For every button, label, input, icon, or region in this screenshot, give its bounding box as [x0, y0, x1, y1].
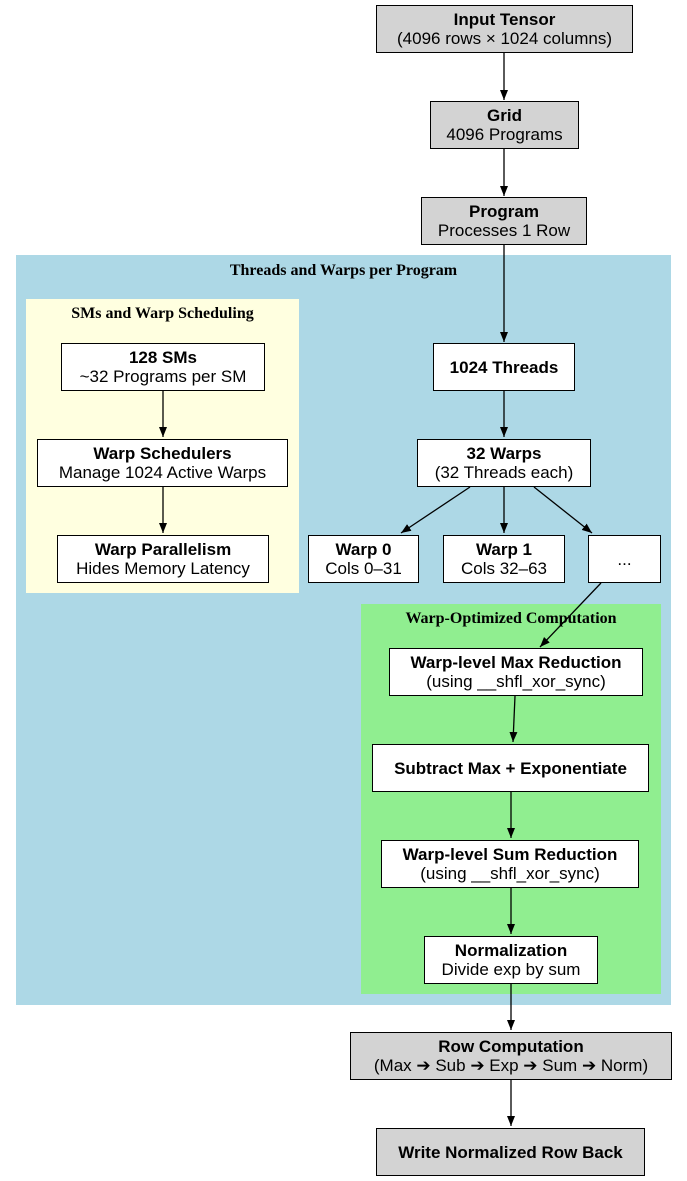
- warp-parallelism-node: Warp Parallelism Hides Memory Latency: [57, 535, 269, 583]
- write-back-title: Write Normalized Row Back: [398, 1142, 623, 1162]
- row-computation-title: Row Computation: [438, 1037, 584, 1056]
- max-reduction-node: Warp-level Max Reduction (using __shfl_x…: [389, 648, 643, 696]
- threads-node: 1024 Threads: [433, 343, 575, 391]
- warp-schedulers-title: Warp Schedulers: [93, 444, 232, 463]
- sum-reduction-title: Warp-level Sum Reduction: [402, 845, 618, 864]
- cluster-sms-title: SMs and Warp Scheduling: [71, 305, 254, 322]
- subtract-exp-title: Subtract Max + Exponentiate: [394, 758, 627, 778]
- program-subtitle: Processes 1 Row: [437, 221, 571, 240]
- warp1-title: Warp 1: [475, 540, 533, 559]
- cluster-threads-title: Threads and Warps per Program: [229, 262, 458, 279]
- cluster-computation-title: Warp-Optimized Computation: [405, 610, 617, 627]
- write-back-node: Write Normalized Row Back: [376, 1128, 645, 1176]
- input-tensor-node: Input Tensor (4096 rows × 1024 columns): [376, 5, 633, 53]
- warp-parallelism-subtitle: Hides Memory Latency: [76, 559, 250, 578]
- grid-node: Grid 4096 Programs: [430, 101, 579, 149]
- threads-title: 1024 Threads: [449, 357, 559, 377]
- input-tensor-title: Input Tensor: [453, 10, 556, 29]
- grid-subtitle: 4096 Programs: [446, 125, 563, 144]
- sms-node: 128 SMs ~32 Programs per SM: [61, 343, 265, 391]
- warp0-title: Warp 0: [335, 540, 392, 559]
- warps-subtitle: (32 Threads each): [434, 463, 574, 482]
- warp-schedulers-node: Warp Schedulers Manage 1024 Active Warps: [37, 439, 288, 487]
- warp-parallelism-title: Warp Parallelism: [94, 540, 232, 559]
- warp-more-label: ...: [617, 549, 632, 569]
- program-title: Program: [469, 202, 539, 221]
- warps-node: 32 Warps (32 Threads each): [417, 439, 591, 487]
- sms-title: 128 SMs: [128, 348, 198, 367]
- max-reduction-subtitle: (using __shfl_xor_sync): [426, 672, 606, 691]
- warp-more-node: ...: [588, 535, 661, 583]
- program-node: Program Processes 1 Row: [421, 197, 587, 245]
- warp1-subtitle: Cols 32–63: [460, 559, 547, 578]
- normalization-subtitle: Divide exp by sum: [441, 960, 581, 979]
- warp-schedulers-subtitle: Manage 1024 Active Warps: [58, 463, 267, 482]
- warp1-node: Warp 1 Cols 32–63: [443, 535, 565, 583]
- grid-title: Grid: [487, 106, 522, 125]
- sms-subtitle: ~32 Programs per SM: [79, 367, 247, 386]
- warps-title: 32 Warps: [466, 444, 542, 463]
- sum-reduction-node: Warp-level Sum Reduction (using __shfl_x…: [381, 840, 639, 888]
- warp0-subtitle: Cols 0–31: [325, 559, 402, 578]
- normalization-title: Normalization: [454, 941, 568, 960]
- warp0-node: Warp 0 Cols 0–31: [308, 535, 419, 583]
- row-computation-node: Row Computation (Max ➔ Sub ➔ Exp ➔ Sum ➔…: [350, 1032, 672, 1080]
- input-tensor-subtitle: (4096 rows × 1024 columns): [397, 29, 612, 48]
- max-reduction-title: Warp-level Max Reduction: [410, 653, 622, 672]
- sum-reduction-subtitle: (using __shfl_xor_sync): [420, 864, 600, 883]
- subtract-exp-node: Subtract Max + Exponentiate: [372, 744, 649, 792]
- row-computation-subtitle: (Max ➔ Sub ➔ Exp ➔ Sum ➔ Norm): [373, 1056, 649, 1075]
- normalization-node: Normalization Divide exp by sum: [424, 936, 598, 984]
